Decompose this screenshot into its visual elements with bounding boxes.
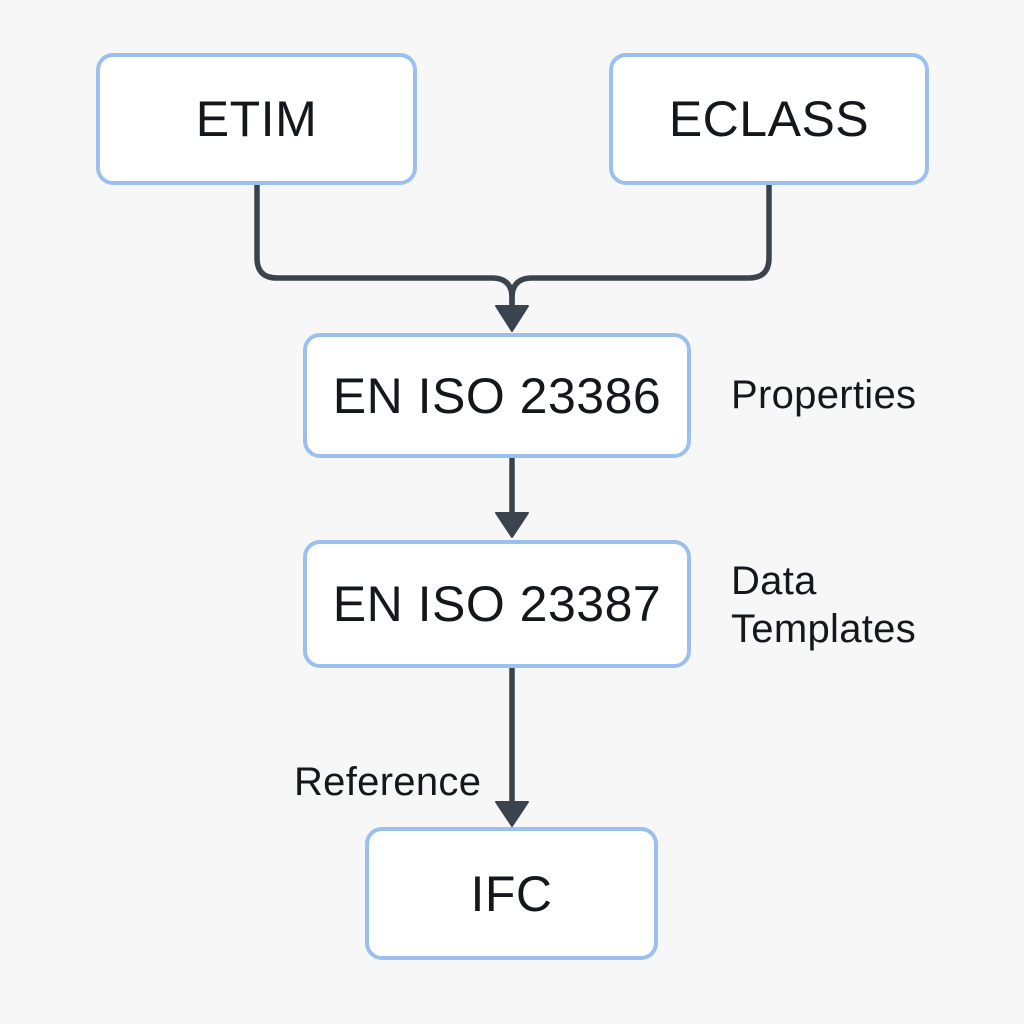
node-etim-label: ETIM: [195, 91, 318, 147]
node-eclass-label: ECLASS: [668, 91, 870, 147]
annotation-data-templates: Data Templates: [731, 559, 917, 651]
arrowhead-to-eniso23387: [495, 512, 529, 538]
edge-eclass-to-merge: [509, 182, 772, 312]
annotation-properties: Properties: [731, 373, 917, 417]
arrowhead-to-eniso23386: [495, 305, 529, 332]
arrowhead-to-ifc: [495, 801, 529, 827]
node-en-iso-23387-label: EN ISO 23387: [332, 576, 662, 632]
annotation-reference: Reference: [294, 760, 482, 804]
node-en-iso-23386-label: EN ISO 23386: [332, 367, 662, 424]
node-eclass: ECLASS: [609, 53, 929, 185]
edge-etim-to-merge: [254, 182, 515, 312]
node-en-iso-23387: EN ISO 23387: [303, 540, 691, 668]
node-en-iso-23386: EN ISO 23386: [303, 333, 691, 458]
node-ifc-label: IFC: [470, 865, 553, 922]
node-ifc: IFC: [365, 827, 658, 960]
node-etim: ETIM: [96, 53, 417, 185]
